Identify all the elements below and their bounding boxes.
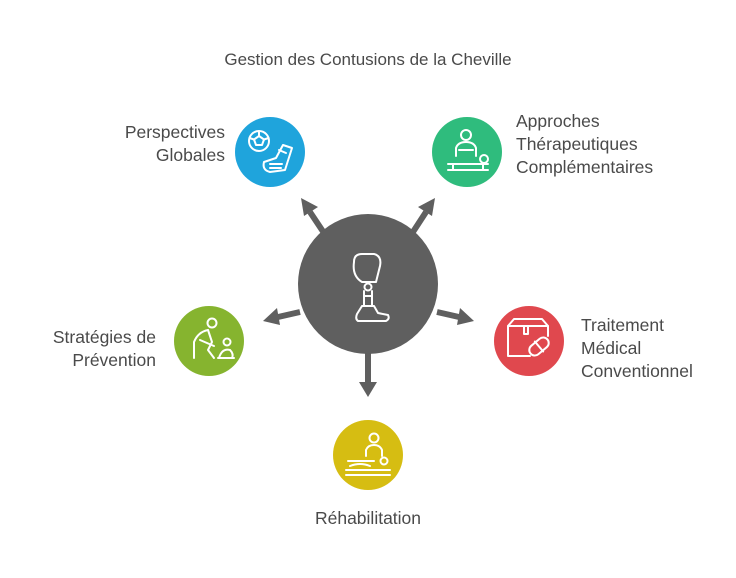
- node-perspectives: [235, 117, 305, 187]
- label-approches-therapeutiques: Approches Thérapeutiques Complémentaires: [516, 111, 654, 177]
- node-rehab: [333, 420, 403, 490]
- arrow-to-traitement: [436, 308, 474, 325]
- label-perspectives-globales: Perspectives Globales: [124, 122, 225, 165]
- medical-box-and-pill-icon: [507, 318, 550, 357]
- arrow-to-approches: [408, 198, 435, 237]
- label-traitement-medical: Traitement Médical Conventionnel: [581, 315, 693, 381]
- arrow-to-prevention: [263, 308, 301, 325]
- label-strategies-prevention: Stratégies de Prévention: [52, 327, 156, 370]
- node-perspectives-circle: [235, 117, 305, 187]
- node-traitement-circle: [494, 306, 564, 376]
- node-approches: [432, 117, 502, 187]
- physiotherapy-icon: [345, 432, 391, 476]
- assisting-person-icon: [193, 317, 235, 359]
- arrow-to-perspectives: [301, 198, 329, 238]
- massage-therapy-icon: [447, 129, 489, 171]
- center-node: [298, 214, 438, 354]
- label-rehabilitation: Réhabilitation: [314, 508, 422, 528]
- prosthetic-leg-icon: [352, 253, 390, 322]
- node-prevention-circle: [174, 306, 244, 376]
- node-prevention: [174, 306, 244, 376]
- page-title: Gestion des Contusions de la Cheville: [224, 50, 512, 69]
- node-rehab-circle: [333, 420, 403, 490]
- node-approches-circle: [432, 117, 502, 187]
- node-traitement: [494, 306, 564, 376]
- ball-and-bandage-icon: [248, 130, 293, 173]
